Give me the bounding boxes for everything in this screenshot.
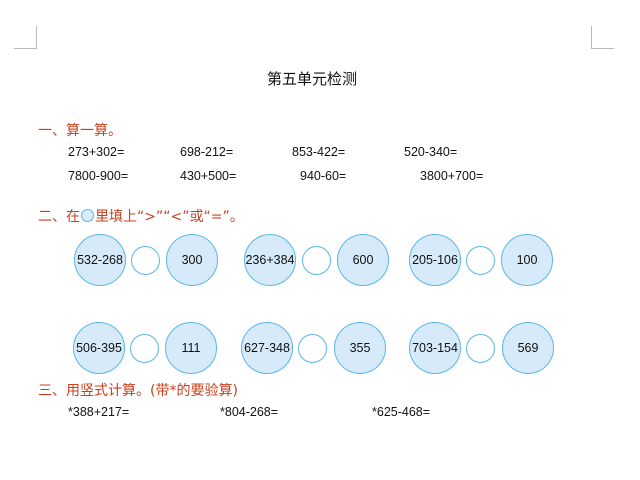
comparison-left-expression: 236+384 — [244, 234, 296, 286]
section-1-row-2: 7800-900= 430+500= 940-60= 3800+700= — [0, 169, 640, 187]
circle-icon — [81, 209, 94, 222]
arithmetic-problem: 698-212= — [180, 145, 234, 159]
arithmetic-problem: 520-340= — [404, 145, 458, 159]
comparison-right-value: 300 — [166, 234, 218, 286]
section-2-heading-suffix: 里填上“>”“<”或“=”。 — [95, 209, 244, 225]
section-2-heading-prefix: 二、在 — [38, 209, 80, 225]
comparison-right-value: 111 — [165, 322, 217, 374]
comparison-answer-circle[interactable] — [466, 246, 495, 275]
comparison-left-expression: 205-106 — [409, 234, 461, 286]
arithmetic-problem: 7800-900= — [68, 169, 129, 183]
comparison-right-value: 600 — [337, 234, 389, 286]
comparison-right-value: 569 — [502, 322, 554, 374]
arithmetic-problem: 430+500= — [180, 169, 237, 183]
page-title: 第五单元检测 — [266, 70, 357, 88]
comparison-answer-circle[interactable] — [131, 246, 160, 275]
page-corner-mark-top-right — [591, 26, 614, 49]
comparison-left-expression: 506-395 — [73, 322, 125, 374]
arithmetic-problem: 940-60= — [300, 169, 347, 183]
comparison-left-expression: 532-268 — [74, 234, 126, 286]
arithmetic-problem: 853-422= — [292, 145, 346, 159]
comparison-left-expression: 703-154 — [409, 322, 461, 374]
section-1-row-1: 273+302= 698-212= 853-422= 520-340= — [0, 145, 640, 163]
arithmetic-problem: 3800+700= — [420, 169, 484, 183]
section-1-heading: 一、算一算。 — [38, 123, 122, 139]
comparison-answer-circle[interactable] — [130, 334, 159, 363]
section-3-heading: 三、用竖式计算。(带*的要验算) — [38, 383, 238, 399]
vertical-calc-problem: *804-268= — [220, 405, 279, 419]
comparison-right-value: 100 — [501, 234, 553, 286]
section-3-row: *388+217= *804-268= *625-468= — [0, 405, 640, 423]
comparison-right-value: 355 — [334, 322, 386, 374]
section-2-heading: 二、在里填上“>”“<”或“=”。 — [38, 206, 244, 226]
vertical-calc-problem: *388+217= — [68, 405, 130, 419]
comparison-answer-circle[interactable] — [466, 334, 495, 363]
page-corner-mark-top-left — [14, 26, 37, 49]
arithmetic-problem: 273+302= — [68, 145, 125, 159]
vertical-calc-problem: *625-468= — [372, 405, 431, 419]
comparison-answer-circle[interactable] — [298, 334, 327, 363]
comparison-left-expression: 627-348 — [241, 322, 293, 374]
comparison-answer-circle[interactable] — [302, 246, 331, 275]
